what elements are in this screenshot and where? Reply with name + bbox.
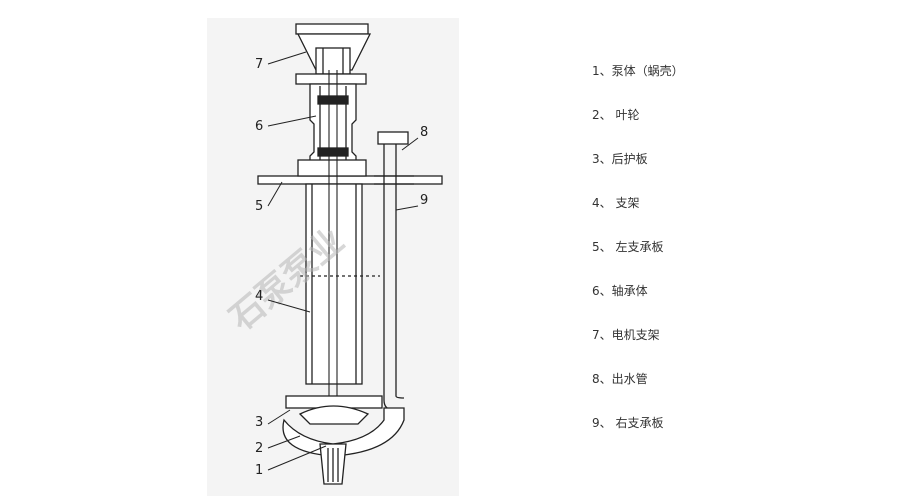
callout-labels: 7 6 5 4 3 2 1 8 9	[255, 57, 428, 478]
callout-4: 4	[255, 289, 263, 304]
callout-2: 2	[255, 441, 263, 456]
pump-casing	[282, 407, 405, 457]
legend-item-right-support-plate: 9、 右支承板	[592, 416, 664, 430]
legend-item-pump-casing: 1、泵体（蜗壳）	[592, 64, 684, 78]
legend-item-bearing-housing: 6、轴承体	[592, 284, 648, 298]
callouts	[267, 51, 419, 471]
callout-8: 8	[420, 125, 428, 140]
legend-item-discharge-pipe: 8、出水管	[592, 372, 648, 386]
left-support-plate	[257, 175, 443, 185]
callout-6: 6	[255, 119, 263, 134]
parts-legend: 1、泵体（蜗壳） 2、 叶轮 3、后护板 4、 支架 5、 左支承板 6、轴承体…	[592, 60, 872, 456]
motor-top-plate	[295, 23, 369, 35]
legend-item-left-support-plate: 5、 左支承板	[592, 240, 664, 254]
callout-1: 1	[255, 463, 263, 478]
legend-item-support: 4、 支架	[592, 196, 640, 210]
coupling	[315, 47, 351, 75]
callout-7: 7	[255, 57, 263, 72]
support-column	[305, 183, 363, 385]
callout-5: 5	[255, 199, 263, 214]
callout-9: 9	[420, 193, 428, 208]
motor-flange	[295, 73, 367, 85]
legend-item-motor-support: 7、电机支架	[592, 328, 660, 342]
legend-item-impeller: 2、 叶轮	[592, 108, 640, 122]
impeller	[298, 405, 370, 425]
legend-item-back-liner: 3、后护板	[592, 152, 648, 166]
callout-3: 3	[255, 415, 263, 430]
